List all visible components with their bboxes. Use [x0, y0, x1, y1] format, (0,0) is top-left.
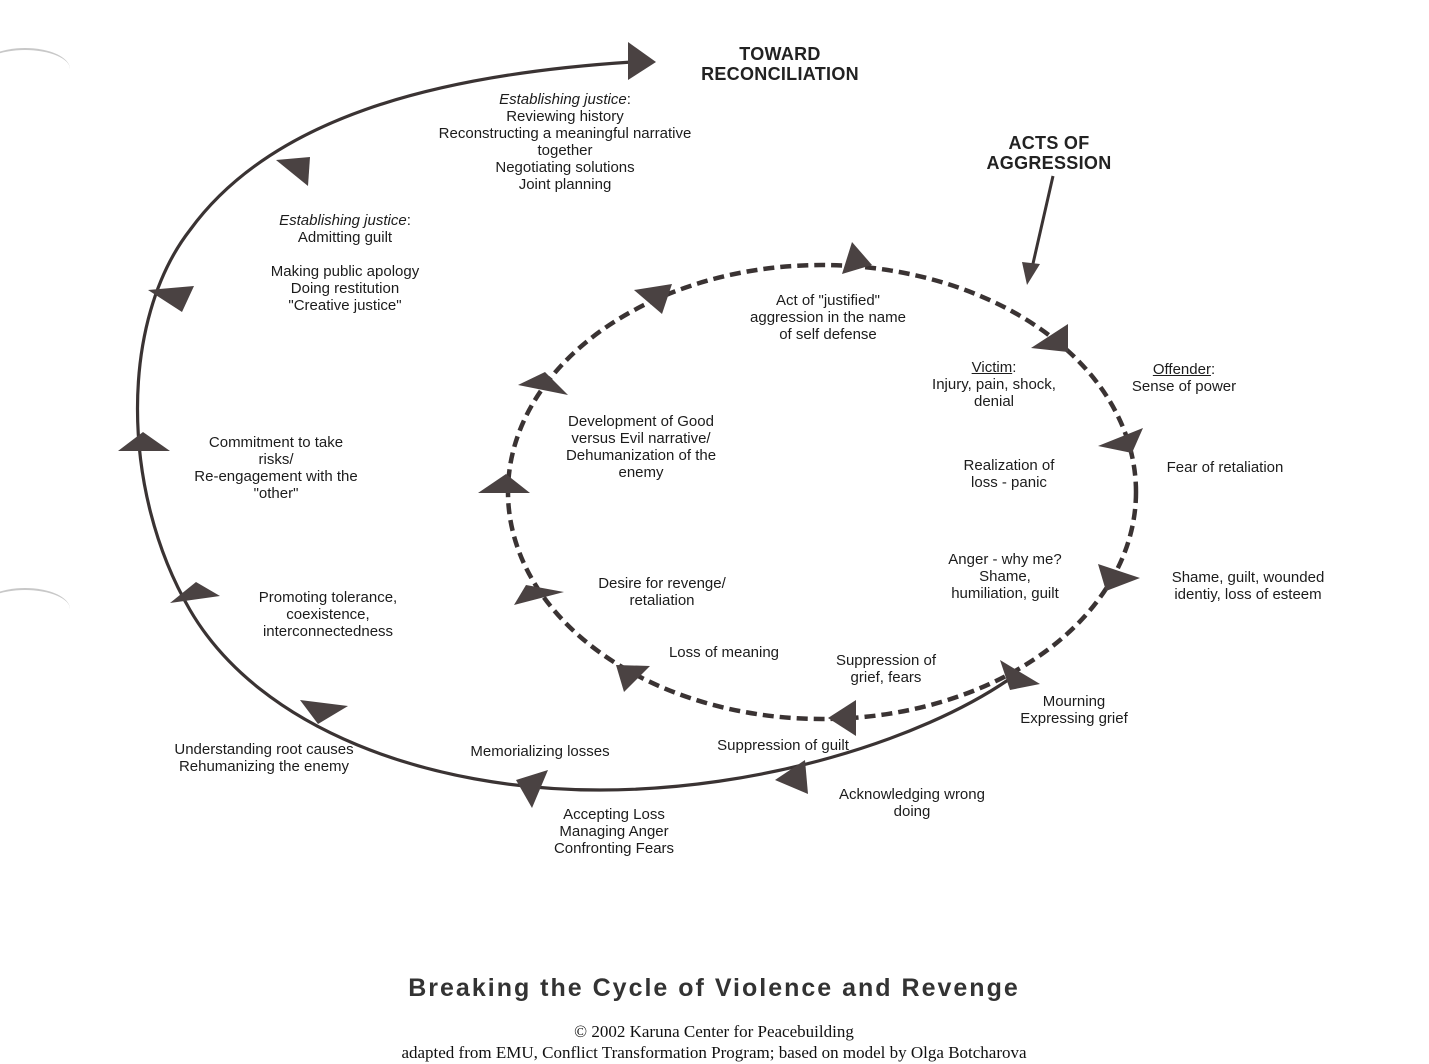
- label-establishing-justice-reviewing: Establishing justice: Reviewing history …: [438, 91, 692, 193]
- label-realization-of-loss: Realization of loss - panic: [963, 457, 1055, 491]
- punch-hole-mark: [0, 48, 70, 90]
- heading-line: RECONCILIATION: [701, 64, 859, 84]
- copyright-credit: © 2002 Karuna Center for Peacebuilding: [574, 1022, 854, 1041]
- label-suppression-of-guilt: Suppression of guilt: [717, 737, 849, 754]
- heading-toward-reconciliation: TOWARD RECONCILIATION: [701, 44, 859, 84]
- label-offender-shame: Shame, guilt, wounded identiy, loss of e…: [1171, 569, 1325, 603]
- outer-arrow-head: [1000, 660, 1040, 690]
- heading-line: ACTS OF: [1008, 133, 1090, 153]
- inner-arrow-head: [518, 372, 568, 395]
- inner-arrow-head: [1098, 428, 1143, 453]
- outer-arrow-head: [516, 770, 548, 808]
- label-loss-of-meaning: Loss of meaning: [668, 644, 780, 661]
- label-justified-aggression: Act of "justified" aggression in the nam…: [750, 292, 906, 343]
- victim-heading: Victim: [971, 359, 1013, 376]
- aggression-arrow-line: [1030, 175, 1055, 269]
- label-fear-of-retaliation: Fear of retaliation: [1166, 459, 1284, 476]
- inner-arrow-head: [478, 474, 530, 493]
- label-good-vs-evil: Development of Good versus Evil narrativ…: [565, 413, 717, 481]
- justice-heading: Establishing justice: [279, 212, 407, 229]
- inner-arrow-head: [634, 284, 672, 314]
- outer-arrow-head: [300, 700, 348, 724]
- outer-arrow-head: [118, 432, 170, 451]
- label-offender: Offender: Sense of power: [1131, 361, 1237, 395]
- inner-arrow-head: [1098, 564, 1140, 591]
- aggression-arrow-head: [1022, 262, 1040, 285]
- outer-arrow-head: [170, 582, 220, 603]
- label-commitment-to-risks: Commitment to take risks/ Re-engagement …: [194, 434, 358, 502]
- heading-line: AGGRESSION: [986, 153, 1112, 173]
- heading-line: TOWARD: [739, 44, 821, 64]
- offender-heading: Offender: [1152, 361, 1211, 378]
- outer-healing-path: [136, 60, 1009, 792]
- inner-arrow-head: [828, 700, 856, 736]
- label-acknowledging-wrong-doing: Acknowledging wrong doing: [839, 786, 985, 820]
- label-memorializing-losses: Memorializing losses: [470, 743, 610, 760]
- label-suppression-of-grief: Suppression of grief, fears: [835, 652, 937, 686]
- diagram-title: Breaking the Cycle of Violence and Reven…: [408, 974, 1020, 1002]
- outer-arrow-head: [775, 760, 808, 794]
- label-root-causes: Understanding root causes Rehumanizing t…: [174, 741, 354, 775]
- label-promoting-tolerance: Promoting tolerance, coexistence, interc…: [258, 589, 398, 640]
- outer-arrow-head: [148, 286, 194, 312]
- label-mourning: Mourning Expressing grief: [1020, 693, 1128, 727]
- inner-arrow-head: [1031, 324, 1068, 352]
- label-establishing-justice-admitting: Establishing justice: Admitting guilt Ma…: [270, 212, 420, 314]
- justice-heading: Establishing justice: [499, 91, 627, 108]
- label-desire-for-revenge: Desire for revenge/ retaliation: [598, 575, 726, 609]
- adaptation-credit: adapted from EMU, Conflict Transformatio…: [401, 1043, 1027, 1062]
- inner-arrow-head: [514, 585, 564, 605]
- outer-arrow-head: [276, 157, 310, 186]
- label-accepting-loss: Accepting Loss Managing Anger Confrontin…: [553, 806, 675, 857]
- label-victim: Victim: Injury, pain, shock, denial: [932, 359, 1056, 410]
- punch-hole-mark: [0, 588, 70, 630]
- heading-acts-of-aggression: ACTS OF AGGRESSION: [986, 133, 1111, 173]
- inner-arrow-head: [616, 665, 650, 692]
- label-anger: Anger - why me? Shame, humiliation, guil…: [948, 551, 1062, 602]
- reconciliation-arrow-head: [628, 42, 656, 80]
- inner-arrow-head: [842, 242, 872, 274]
